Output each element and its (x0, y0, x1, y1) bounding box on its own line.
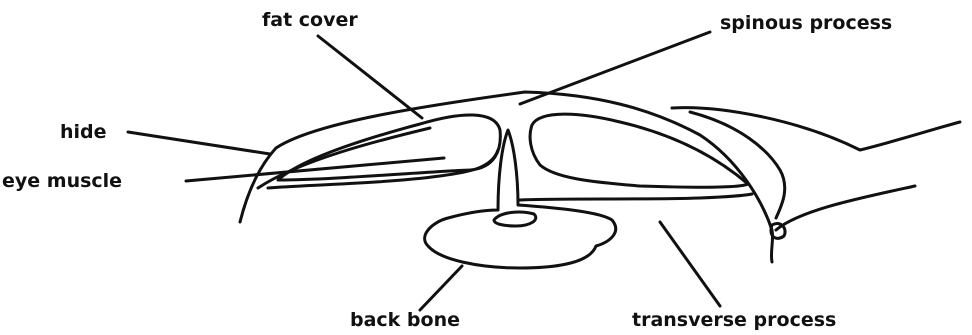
spinous-process-label: spinous process (720, 12, 892, 34)
right-flank-lower (776, 186, 915, 230)
spinous-process-leader (520, 32, 710, 104)
fat-cover-outline (240, 92, 773, 262)
right-eye-muscle-outline (530, 114, 748, 187)
hide-leader (128, 132, 270, 154)
hide-label: hide (60, 121, 107, 143)
neural-canal-outline (494, 212, 536, 226)
fat-cover-leader (318, 36, 422, 118)
transverse-process-label: transverse process (632, 309, 836, 331)
right-transverse-line (520, 194, 752, 200)
transverse-process-leader (660, 222, 720, 306)
eye-muscle-label: eye muscle (2, 170, 122, 192)
fat-cover-label: fat cover (262, 9, 358, 31)
right-flank-inner (690, 112, 785, 218)
back-bone-leader (420, 266, 462, 310)
back-bone-label: back bone (350, 309, 460, 331)
right-flank-outline (672, 108, 960, 150)
